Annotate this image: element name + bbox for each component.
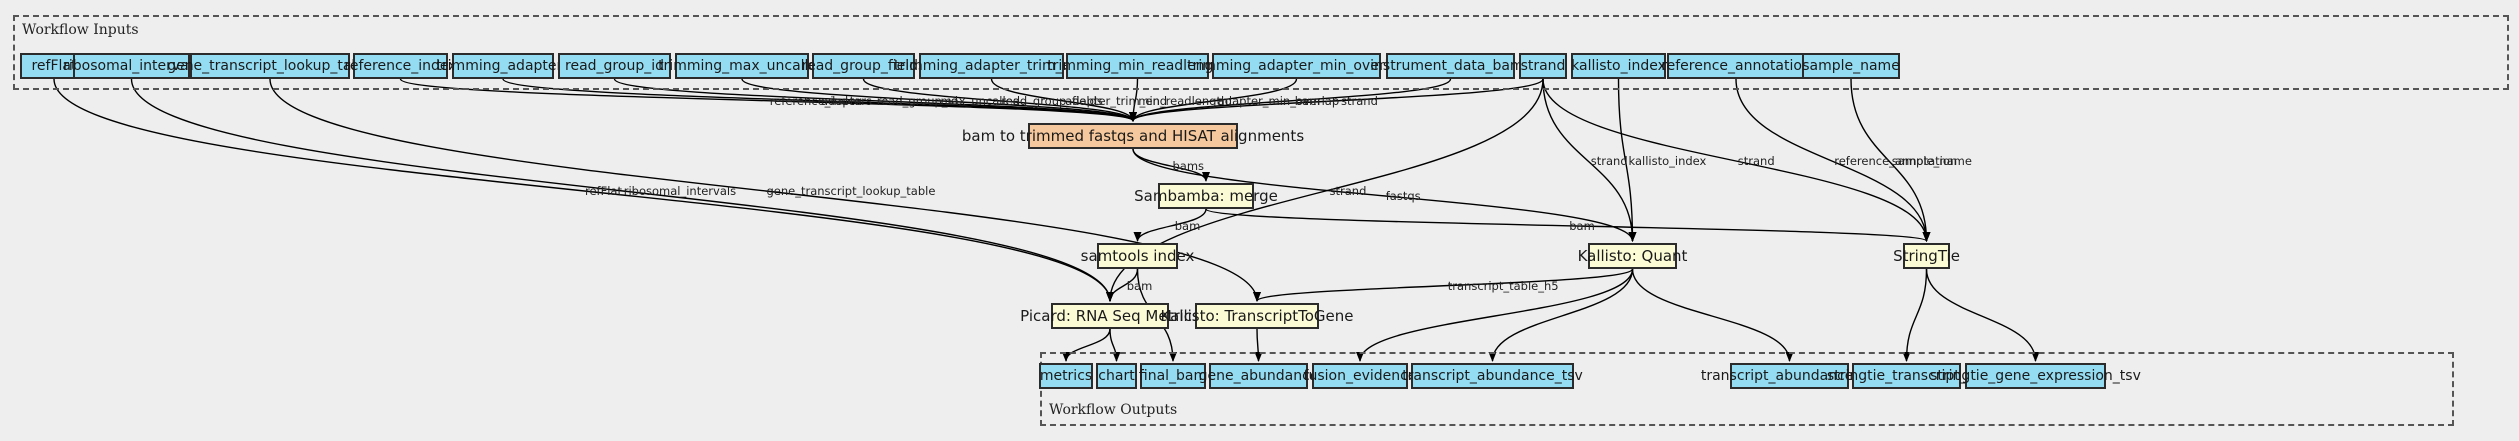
edge-label: read_group_fields — [1001, 94, 1103, 108]
edge-label: transcript_table_h5 — [1448, 279, 1559, 293]
input-node-trimming-adapter-trim-end[interactable]: trimming_adapter_trim_end — [894, 53, 1089, 79]
edge-label: max_uncalled — [941, 94, 1021, 108]
edge-sambamba-merge-to-samtools-index — [1133, 208, 1207, 242]
edge-label: gene_transcript_lookup_table — [767, 184, 936, 198]
input-node-sample-name[interactable]: sample_name — [1802, 53, 1900, 79]
edge-kallisto-quant-to-transcript-abundance-h5 — [1631, 268, 1794, 362]
output-node-transcript-abundance-h5[interactable]: transcript_abundance_h5 — [1701, 363, 1878, 389]
workflow-outputs-label: Workflow Outputs — [1049, 402, 1178, 418]
edge-label: adapter_min_overlap — [1218, 94, 1339, 108]
edge-stringtie-to-stringtie-gene-expression-tsv — [1925, 268, 2040, 362]
edge-instrument-data-bams-to-bam-to-trimmed — [1129, 78, 1452, 122]
input-node-reference-annotation[interactable]: reference_annotation — [1661, 53, 1811, 79]
edge-label: fastqs — [1386, 189, 1421, 203]
edge-label: bam — [1175, 219, 1201, 233]
input-node-read-group-id[interactable]: read_group_id — [558, 53, 671, 79]
edge-stringtie-to-stringtie-transcript-gtf — [1902, 268, 1928, 362]
output-node-chart[interactable]: chart — [1096, 363, 1137, 389]
edge-kallisto-index-to-kallisto-quant — [1617, 78, 1637, 242]
input-node-kallisto-index[interactable]: kallisto_index — [1571, 53, 1666, 79]
edge-strand-to-kallisto-quant — [1542, 78, 1637, 242]
edge-label: kallisto_index — [1629, 154, 1707, 168]
edge-label: strand — [1330, 184, 1367, 198]
edge-bam-to-trimmed-to-kallisto-quant — [1132, 148, 1637, 242]
edge-refFlat-to-picard-rnaseq — [53, 78, 1114, 302]
edge-label: bams — [1173, 159, 1205, 173]
edge-label: bam — [1295, 94, 1321, 108]
edge-label: sample_name — [1892, 154, 1972, 168]
edge-label: strand — [1738, 154, 1775, 168]
edge-gene-transcript-lookup-table-to-kallisto-t2g — [269, 78, 1261, 302]
step-node-kallisto-t2g[interactable]: Kallisto: TranscriptToGene — [1161, 303, 1353, 329]
edge-label: strand — [1591, 154, 1628, 168]
output-node-transcript-abundance-tsv[interactable]: transcript_abundance_tsv — [1402, 363, 1583, 389]
step-node-sambamba-merge[interactable]: Sambamba: merge — [1134, 183, 1278, 209]
edge-samtools-index-to-picard-rnaseq — [1106, 268, 1139, 302]
edge-kallisto-quant-to-kallisto-t2g — [1253, 268, 1634, 302]
edge-sambamba-merge-to-stringtie — [1205, 208, 1931, 242]
edge-label: reference_index — [770, 94, 862, 108]
step-node-picard-rnaseq[interactable]: Picard: RNA Seq Metrics — [1020, 303, 1200, 329]
input-node-instrument-data-bams[interactable]: instrument_data_bams — [1370, 53, 1531, 79]
workflow-inputs-label: Workflow Inputs — [22, 22, 139, 38]
output-node-gene-abundance[interactable]: gene_abundance — [1199, 363, 1318, 389]
edge-trimming-adapter-trim-end-to-bam-to-trimmed — [990, 78, 1137, 122]
input-node-gene-transcript-lookup-table[interactable]: gene_transcript_lookup_table — [167, 53, 373, 79]
edge-kallisto-quant-to-fusion-evidence — [1356, 268, 1634, 362]
edge-picard-rnaseq-to-chart — [1109, 328, 1121, 362]
edge-reference-annotation-to-stringtie — [1735, 78, 1931, 242]
input-node-ribosomal-intervals[interactable]: ribosomal_intervals — [63, 53, 200, 79]
edge-label: bam — [1127, 279, 1153, 293]
edge-sample-name-to-stringtie — [1850, 78, 1931, 242]
edge-label: bam — [1569, 219, 1595, 233]
workflow-outputs-cluster: Workflow Outputs — [1040, 352, 2454, 426]
edge-read-group-id-to-bam-to-trimmed — [613, 78, 1137, 122]
edge-picard-rnaseq-to-metrics — [1062, 328, 1111, 362]
step-node-samtools-index[interactable]: samtools index — [1081, 243, 1194, 269]
edge-label: refFlat — [585, 184, 622, 198]
input-node-trimming-adapters[interactable]: trimming_adapters — [436, 53, 570, 79]
edge-label: ribosomal_intervals — [624, 184, 736, 198]
step-node-bam-to-trimmed[interactable]: bam to trimmed fastqs and HISAT alignmen… — [962, 123, 1304, 149]
output-node-metrics[interactable]: metrics — [1039, 363, 1093, 389]
input-node-trimming-min-readlength[interactable]: trimming_min_readlength — [1047, 53, 1228, 79]
edge-label: strand — [1341, 94, 1378, 108]
edge-trimming-adapter-min-overlap-to-bam-to-trimmed — [1129, 78, 1298, 122]
edge-ribosomal-intervals-to-picard-rnaseq — [130, 78, 1114, 302]
step-node-stringtie[interactable]: StringTie — [1893, 243, 1960, 269]
input-node-read-group-fields[interactable]: read_group_fields — [802, 53, 925, 79]
edge-strand-to-bam-to-trimmed — [1129, 78, 1544, 122]
edge-strand-to-stringtie — [1542, 78, 1931, 242]
output-node-final-bam[interactable]: final_bam — [1139, 363, 1207, 389]
edge-label: reference_annotation — [1834, 154, 1957, 168]
edge-label: adapters — [821, 94, 872, 108]
edge-label: read_group_id — [877, 94, 958, 108]
input-node-reference-index[interactable]: reference_index — [344, 53, 457, 79]
input-node-strand[interactable]: strand — [1519, 53, 1567, 79]
output-node-fusion-evidence[interactable]: fusion_evidence — [1304, 363, 1416, 389]
edge-read-group-fields-to-bam-to-trimmed — [862, 78, 1137, 122]
input-node-trimming-max-uncalled[interactable]: trimming_max_uncalled — [658, 53, 826, 79]
output-node-stringtie-gene-expression-tsv[interactable]: stringtie_gene_expression_tsv — [1930, 363, 2141, 389]
output-node-stringtie-transcript-gtf[interactable]: stringtie_transcript_gtf — [1827, 363, 1986, 389]
edge-label: min_readlength — [1138, 94, 1228, 108]
edge-trimming-adapters-to-bam-to-trimmed — [502, 78, 1137, 122]
edge-label: adapter_trim_end — [1065, 94, 1167, 108]
step-node-kallisto-quant[interactable]: Kallisto: Quant — [1578, 243, 1687, 269]
input-node-trimming-adapter-min-overlap[interactable]: trimming_adapter_min_overlap — [1187, 53, 1406, 79]
edge-kallisto-quant-to-transcript-abundance-tsv — [1488, 268, 1634, 362]
edge-trimming-max-uncalled-to-bam-to-trimmed — [741, 78, 1137, 122]
workflow-inputs-cluster: Workflow Inputs — [13, 15, 2509, 90]
edge-kallisto-t2g-to-gene-abundance — [1254, 328, 1263, 362]
